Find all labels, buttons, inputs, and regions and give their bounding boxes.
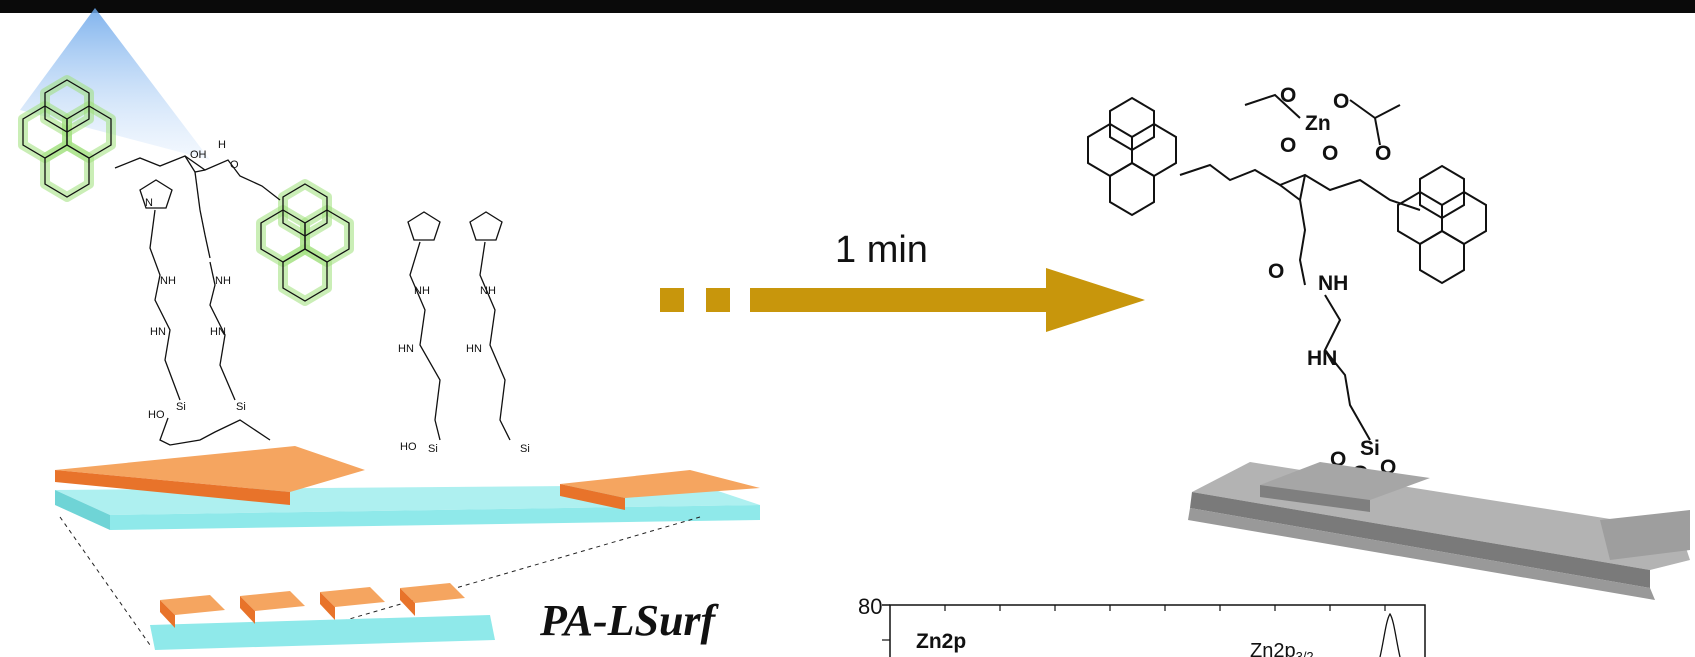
xps-inset-plot <box>882 604 1426 657</box>
zoom-lines <box>59 516 701 646</box>
zinc-center: Zn <box>1305 112 1331 135</box>
amine-hn-4: HN <box>466 343 482 355</box>
device-slab-right <box>1188 462 1690 600</box>
amide-nh-right: NH <box>1318 272 1348 295</box>
plot-panel-label: Zn2p <box>916 630 966 653</box>
arrow-time-label: 1 min <box>835 229 928 271</box>
zn-complex-molecule: O Zn O O O O O NH HN Si O O O <box>1087 84 1487 513</box>
top-bar <box>0 0 1695 13</box>
plot-peak-label: Zn2p3/2 <box>1250 640 1314 657</box>
zn-ligand-o-1: O <box>1280 84 1296 107</box>
silanol-ho-1: HO <box>148 409 165 421</box>
device-caption: PA-LSurf <box>539 596 720 645</box>
silanol-ho-2: HO <box>400 441 417 453</box>
electrode-array <box>150 583 495 650</box>
curcumin-molecule-left: OH H O <box>22 79 350 302</box>
plot-y-tick-80: 80 <box>858 594 882 619</box>
amine-hn-3: HN <box>398 343 414 355</box>
si-right: Si <box>1360 437 1380 460</box>
si-2: Si <box>236 401 246 413</box>
amine-hn-right: HN <box>1307 347 1337 370</box>
enol-h: H <box>218 139 226 151</box>
amide-nh-3: NH <box>414 285 430 297</box>
device-slab-left <box>55 446 760 530</box>
amine-hn-1: HN <box>150 326 166 338</box>
si-1: Si <box>176 401 186 413</box>
keto-o: O <box>230 159 239 171</box>
enol-oh: OH <box>190 149 207 161</box>
zn-ligand-o-2: O <box>1333 90 1349 113</box>
chelate-o-1: O <box>1280 134 1296 157</box>
linker-chains-left: N NH HN NH HN HO Si Si NH NH HN HN HO Si… <box>139 179 530 455</box>
acetate-o: O <box>1375 142 1391 165</box>
amide-nh-1: NH <box>160 275 176 287</box>
chelate-o-2: O <box>1322 142 1338 165</box>
amide-nh-4: NH <box>480 285 496 297</box>
amide-o: O <box>1268 260 1284 283</box>
amine-hn-2: HN <box>210 326 226 338</box>
si-4: Si <box>520 443 530 455</box>
si-3: Si <box>428 443 438 455</box>
imidazole-n: N <box>145 197 153 209</box>
reaction-arrow <box>660 268 1145 332</box>
pyrene-glow <box>23 80 349 301</box>
amide-nh-2: NH <box>215 275 231 287</box>
